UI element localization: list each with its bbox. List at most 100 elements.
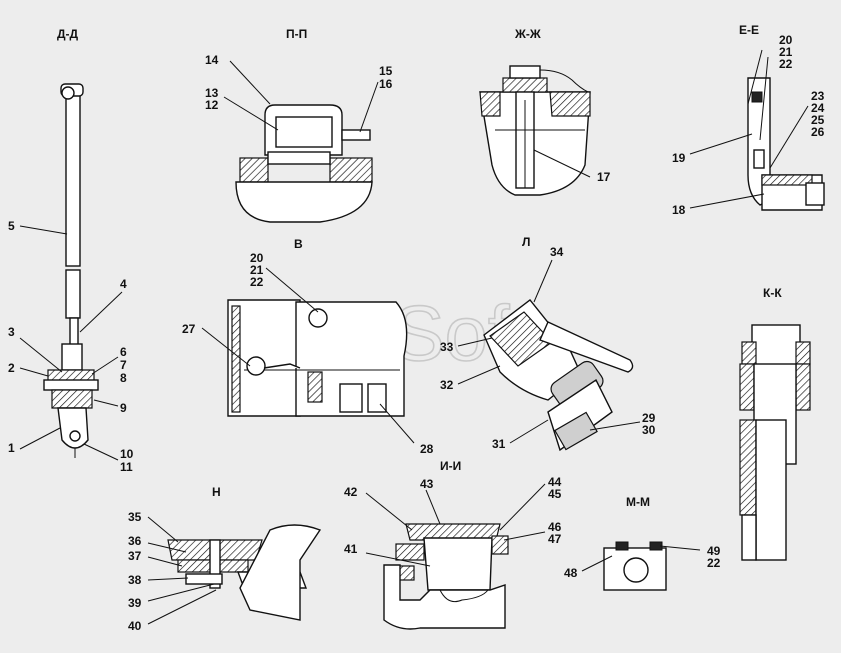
callout-33: 33: [440, 340, 454, 354]
section-title-kk: К-К: [763, 286, 782, 300]
callout-42: 42: [344, 485, 358, 499]
mount-lug: [239, 524, 322, 621]
hose: [755, 419, 787, 561]
section-title-mm: М-М: [626, 495, 650, 509]
callout-22b: 22: [250, 275, 264, 289]
callout-2: 2: [8, 361, 15, 375]
sleeve-hatch-left: [739, 363, 755, 411]
callout-31: 31: [492, 437, 506, 451]
flange: [43, 379, 99, 391]
callout-10: 10: [120, 447, 134, 461]
base-left: [395, 543, 425, 561]
callout-5: 5: [8, 219, 15, 233]
callout-26: 26: [811, 125, 825, 139]
view-v: [227, 299, 408, 417]
cap-inner: [275, 116, 333, 148]
nut-hatch-left: [741, 341, 757, 365]
callout-1: 1: [8, 441, 15, 455]
callout-44: 44: [548, 475, 562, 489]
callout-34: 34: [550, 245, 564, 259]
callout-8: 8: [120, 371, 127, 385]
callout-13: 13: [205, 86, 219, 100]
connector-boot: [554, 411, 598, 451]
callout-38: 38: [128, 573, 142, 587]
rod-joint: [61, 343, 83, 371]
callout-39: 39: [128, 596, 142, 610]
view-l: [483, 299, 634, 452]
sleeve-hatch-right: [795, 363, 811, 411]
view-ii: [383, 523, 509, 630]
callout-19: 19: [672, 151, 686, 165]
callout-28: 28: [420, 442, 434, 456]
rod-end-hole: [69, 430, 81, 442]
callout-49: 49: [707, 544, 721, 558]
section-title-ee: Е-Е: [739, 23, 759, 37]
callout-40: 40: [128, 619, 142, 633]
callout-22: 22: [779, 57, 793, 71]
callout-3: 3: [8, 325, 15, 339]
clamp-screw-left: [615, 541, 629, 551]
callout-29: 29: [642, 411, 656, 425]
callout-41: 41: [344, 542, 358, 556]
section-title-pp: П-П: [286, 27, 307, 41]
tank-wall-left: [479, 91, 501, 117]
rod-lower: [65, 269, 81, 319]
knob: [246, 356, 266, 376]
callout-18: 18: [672, 203, 686, 217]
nut-hatch-right: [795, 341, 811, 365]
bracket-clip-top: [751, 91, 763, 103]
sensor-body: [423, 537, 493, 591]
clamp-hole: [623, 557, 649, 583]
hose-hatch: [739, 419, 757, 516]
view-n: [167, 524, 322, 621]
section-title-n: Н: [212, 485, 221, 499]
callout-27: 27: [182, 322, 196, 336]
fitting-nut: [751, 324, 801, 366]
rod-head-pin: [61, 86, 75, 100]
callout-35: 35: [128, 510, 142, 524]
callout-17: 17: [597, 170, 611, 184]
callout-7: 7: [120, 358, 127, 372]
callout-20b: 20: [250, 251, 264, 265]
cap-chain: [539, 69, 589, 93]
callout-12: 12: [205, 98, 219, 112]
callout-14: 14: [205, 53, 219, 67]
rod-end: [57, 407, 89, 449]
rod-upper: [65, 85, 81, 267]
base-left-hatch: [239, 157, 269, 183]
callout-22c: 22: [707, 556, 721, 570]
callout-36: 36: [128, 534, 142, 548]
base-right-hatch: [329, 157, 373, 183]
section-title-dd: Д-Д: [57, 27, 79, 41]
leader-lines: [19, 49, 809, 625]
filler-cap: [509, 65, 541, 79]
screw-block: [307, 371, 323, 403]
base-body: [235, 181, 373, 223]
callout-6: 6: [120, 345, 127, 359]
spring: [263, 363, 301, 369]
callout-24: 24: [811, 101, 825, 115]
callout-43: 43: [420, 477, 434, 491]
callout-25: 25: [811, 113, 825, 127]
lower-seal: [51, 389, 93, 409]
callout-48: 48: [564, 566, 578, 580]
callout-37: 37: [128, 549, 142, 563]
view-mm: [603, 541, 667, 591]
bracket-clip-mid: [753, 149, 765, 169]
callout-16: 16: [379, 77, 393, 91]
mount-foot: [805, 182, 825, 206]
view-dd: [43, 83, 99, 458]
clamp-bolt: [209, 539, 221, 589]
section-title-ii: И-И: [440, 459, 461, 473]
tank-body: [479, 91, 591, 196]
slot-1: [339, 383, 363, 413]
callout-47: 47: [548, 532, 562, 546]
rod-stem: [69, 317, 79, 347]
section-title-zhzh: Ж-Ж: [514, 27, 541, 41]
callout-32: 32: [440, 378, 454, 392]
callout-21: 21: [779, 45, 793, 59]
mount-hatch: [761, 174, 813, 186]
callout-15: 15: [379, 64, 393, 78]
callout-9: 9: [120, 401, 127, 415]
